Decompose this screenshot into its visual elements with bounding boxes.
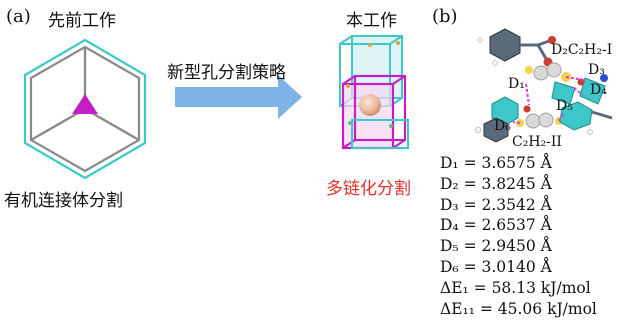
nitrogen-atom <box>600 74 608 82</box>
distance-d3: D₃ = 2.3542 Å <box>440 195 552 214</box>
metal-cluster <box>551 81 576 105</box>
hexagon-inner <box>29 45 141 173</box>
carbon-atom <box>525 113 541 129</box>
distance-d4: D₄ = 2.6537 Å <box>440 216 552 235</box>
magenta-cube-front <box>341 82 395 150</box>
oxygen-atom <box>523 105 531 113</box>
benzene-ring-lower <box>491 96 519 126</box>
energy-e1: ΔE₁ = 58.13 kJ/mol <box>440 278 591 297</box>
guest-molecule-sphere <box>359 94 381 116</box>
marker-dot <box>389 124 393 128</box>
hydrogen-atom <box>525 66 533 74</box>
mol-label-c2h2-ii: C₂H₂-II <box>512 134 562 150</box>
mol-label-d6: D₆ <box>494 118 511 134</box>
arrow-icon <box>175 75 302 119</box>
carbon-atom <box>546 62 562 78</box>
spoke-left <box>30 107 86 142</box>
magenta-cube-back <box>353 74 407 142</box>
marker-dot <box>396 41 400 45</box>
distance-d5: D₅ = 2.9450 Å <box>440 237 552 256</box>
d4-interaction-line <box>573 87 584 96</box>
distance-d2: D₂ = 3.8245 Å <box>440 174 552 193</box>
marker-dot <box>368 43 372 47</box>
carbon-atom <box>533 65 549 81</box>
oxygen-atom <box>548 36 556 44</box>
carbon-atom <box>538 112 554 128</box>
cyan-cube-lower <box>351 119 409 149</box>
distance-list: D₁ = 3.6575 Å D₂ = 3.8245 Å D₃ = 2.3542 … <box>440 153 597 319</box>
benzene-ring-top <box>489 28 521 62</box>
center-caption: 多链化分割 <box>326 179 411 199</box>
organic-linker-triangle <box>72 94 98 114</box>
distance-d1: D₁ = 3.6575 Å <box>440 154 552 172</box>
energy-e2: ΔE₁₁ = 45.06 kJ/mol <box>440 299 597 318</box>
mol-label-d3: D₃ <box>588 62 605 78</box>
mol-label-d1: D₁ <box>508 76 525 92</box>
distance-d6: D₆ = 3.0140 Å <box>440 257 552 276</box>
panel-a-caption: 有机连接体分割 <box>4 191 123 211</box>
marker-dot <box>348 121 352 125</box>
spoke-right <box>84 107 140 142</box>
marker-dot <box>346 84 350 88</box>
metal-cluster <box>579 77 606 105</box>
d1-interaction-line <box>525 83 530 106</box>
arrow-label: 新型孔分割策略 <box>167 63 286 83</box>
d3-interaction-line <box>565 76 585 81</box>
panel-b-label: (b) <box>432 6 458 27</box>
cage-cubes <box>339 35 409 150</box>
center-title: 本工作 <box>346 11 397 31</box>
d6-interaction-line <box>512 121 521 124</box>
mol-label-d5: D₅ <box>556 98 573 114</box>
strategy-arrow <box>175 75 302 119</box>
panel-a-label: (a) <box>6 6 31 27</box>
molecular-structure <box>474 28 613 143</box>
hexagon-outer <box>23 38 147 180</box>
mol-label-d2-c2h2-i: D₂C₂H₂-I <box>551 42 613 58</box>
d5-interaction-line <box>558 112 565 122</box>
hexagon-framework <box>23 38 147 180</box>
panel-a-title: 先前工作 <box>48 11 116 31</box>
mol-label-d4: D₄ <box>590 82 607 98</box>
